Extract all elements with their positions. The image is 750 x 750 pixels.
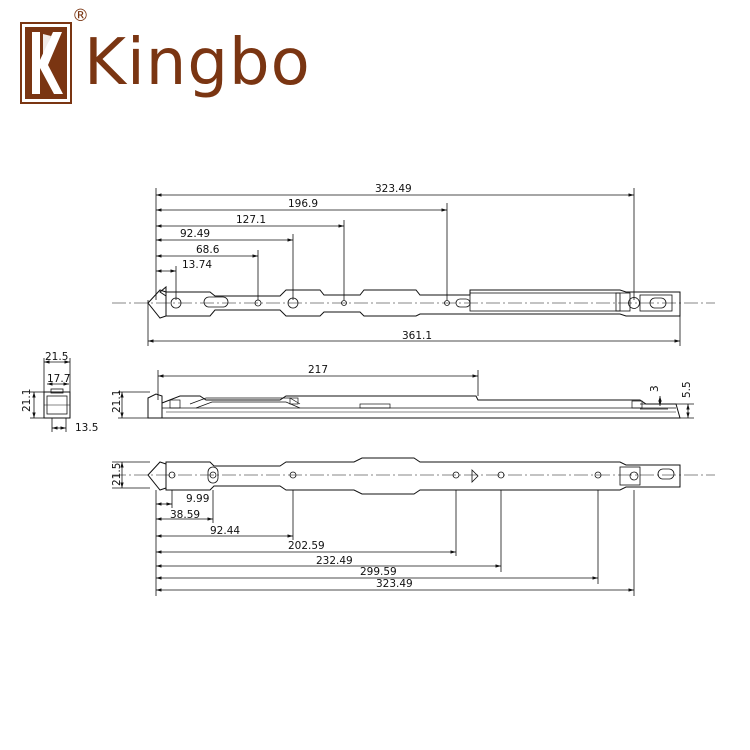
- bottom-dim-299-59: 299.59: [360, 566, 397, 578]
- top-dim-323-49: 323.49: [375, 183, 412, 195]
- registered-mark: ®: [72, 6, 89, 26]
- end-dim-13-5: 13.5: [75, 422, 98, 434]
- end-dim-21-1: 21.1: [21, 389, 33, 412]
- end-dim-17-7: 17.7: [47, 373, 70, 385]
- end-view: [30, 358, 71, 432]
- brand-name: Kingbo: [84, 26, 311, 100]
- bottom-dim-21-5: 21.5: [111, 463, 123, 486]
- top-dim-361-1: 361.1: [402, 330, 432, 342]
- bottom-dim-92-44: 92.44: [210, 525, 240, 537]
- kingbo-logo-mark: [20, 22, 72, 104]
- side-dim-3: 3: [649, 385, 661, 392]
- top-dim-92-49: 92.49: [180, 228, 210, 240]
- side-dim-21-1: 21.1: [111, 390, 123, 413]
- top-view: [112, 188, 715, 346]
- bottom-dim-232-49: 232.49: [316, 555, 353, 567]
- side-dim-217: 217: [308, 364, 328, 376]
- top-dim-196-9: 196.9: [288, 198, 318, 210]
- top-dim-127-1: 127.1: [236, 214, 266, 226]
- bottom-dim-9-99: 9.99: [186, 493, 209, 505]
- bottom-dim-323-49: 323.49: [376, 578, 413, 590]
- bottom-view: [112, 457, 715, 596]
- top-dim-68-6: 68.6: [196, 244, 220, 256]
- side-dim-5-5: 5.5: [681, 381, 693, 398]
- end-dim-21-5: 21.5: [45, 351, 68, 363]
- bottom-dim-202-59: 202.59: [288, 540, 325, 552]
- top-dim-13-74: 13.74: [182, 259, 212, 271]
- side-view: [118, 370, 694, 419]
- bottom-dim-38-59: 38.59: [170, 509, 200, 521]
